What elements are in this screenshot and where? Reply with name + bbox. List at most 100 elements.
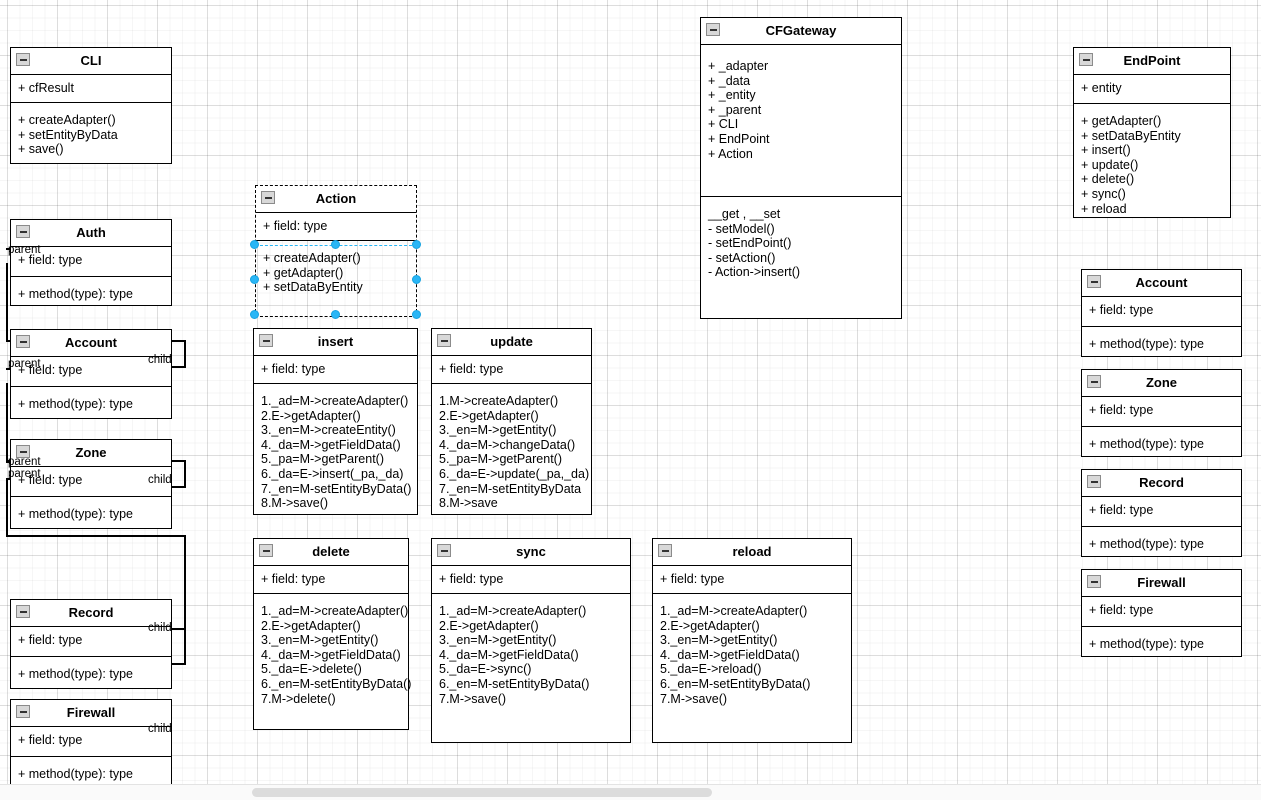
method-row: 3._en=M->getEntity()	[439, 633, 557, 648]
class-box-zone-right[interactable]: Zone + field: type + method(type): type	[1081, 369, 1242, 457]
minus-square-icon[interactable]	[16, 53, 30, 66]
class-box-reload[interactable]: reload + field: type 1._ad=M->createAdap…	[652, 538, 852, 743]
class-box-update[interactable]: update + field: type 1.M->createAdapter(…	[431, 328, 592, 515]
connector-auth-account-seg1[interactable]	[6, 263, 8, 341]
resize-handle-bottom-left[interactable]	[250, 310, 259, 319]
method-row: 8.M->save()	[261, 496, 329, 511]
attribute-row: + field: type	[18, 633, 83, 647]
minus-square-icon[interactable]	[16, 705, 30, 718]
horizontal-scrollbar-track[interactable]	[0, 784, 1261, 800]
minus-square-icon[interactable]	[16, 605, 30, 618]
class-name-label: EndPoint	[1123, 53, 1181, 68]
class-box-account-left[interactable]: Account + field: type + method(type): ty…	[10, 329, 172, 419]
class-box-sync[interactable]: sync + field: type 1._ad=M->createAdapte…	[431, 538, 631, 743]
class-methods-reload: 1._ad=M->createAdapter() 2.E->getAdapter…	[653, 594, 851, 712]
class-box-record-left[interactable]: Record + field: type + method(type): typ…	[10, 599, 172, 689]
method-row: + setEntityByData	[18, 127, 118, 142]
resize-handle-middle-right[interactable]	[412, 275, 421, 284]
method-row: 6._en=M-setEntityByData()	[660, 676, 811, 691]
class-name-label: CFGateway	[765, 23, 837, 38]
connector-zone-record-seg1[interactable]	[6, 478, 8, 536]
resize-handle-bottom-center[interactable]	[331, 310, 340, 319]
attribute-row: + _parent	[708, 102, 762, 117]
minus-square-icon[interactable]	[1087, 275, 1101, 288]
class-box-action[interactable]: Action + field: type + createAdapter() +…	[255, 185, 417, 317]
class-methods-auth: + method(type): type	[11, 277, 171, 308]
minus-square-icon[interactable]	[259, 334, 273, 347]
class-box-endpoint[interactable]: EndPoint + entity + getAdapter() + setDa…	[1073, 47, 1231, 218]
class-box-insert[interactable]: insert + field: type 1._ad=M->createAdap…	[253, 328, 418, 515]
class-methods-zone-right: + method(type): type	[1082, 427, 1241, 458]
class-attributes-delete: + field: type	[254, 566, 408, 594]
connector-label-zone-parent-a: parent	[8, 456, 41, 468]
minus-square-icon[interactable]	[261, 191, 275, 204]
minus-square-icon[interactable]	[1087, 375, 1101, 388]
minus-square-icon[interactable]	[1087, 475, 1101, 488]
class-name-label: update	[490, 334, 533, 349]
method-row: + method(type): type	[1089, 537, 1204, 551]
class-methods-account-left: + method(type): type	[11, 387, 171, 418]
minus-square-icon[interactable]	[437, 544, 451, 557]
method-row: 6._da=E->insert(_pa,_da)	[261, 466, 404, 481]
class-attributes-action: + field: type	[256, 213, 416, 241]
attribute-row: + field: type	[18, 473, 83, 487]
connector-zone-record-seg2[interactable]	[6, 535, 186, 537]
class-attributes-endpoint: + entity	[1074, 75, 1230, 104]
class-title-zone-left: Zone	[11, 440, 171, 467]
connector-account-zone-seg1[interactable]	[6, 383, 8, 461]
connector-auth-account-seg3[interactable]	[184, 340, 186, 367]
method-row: 1.M->createAdapter()	[439, 394, 559, 408]
class-box-auth[interactable]: Auth + field: type + method(type): type	[10, 219, 172, 306]
class-attributes-insert: + field: type	[254, 356, 417, 384]
method-row: 6._da=E->update(_pa,_da)	[439, 466, 590, 481]
class-box-account-right[interactable]: Account + field: type + method(type): ty…	[1081, 269, 1242, 357]
method-row: 7.M->delete()	[261, 691, 336, 706]
method-row: __get , __set	[708, 207, 781, 221]
minus-square-icon[interactable]	[16, 225, 30, 238]
attribute-row: + field: type	[1089, 303, 1154, 317]
minus-square-icon[interactable]	[437, 334, 451, 347]
minus-square-icon[interactable]	[706, 23, 720, 36]
method-row: + method(type): type	[18, 397, 133, 411]
minus-square-icon[interactable]	[16, 445, 30, 458]
minus-square-icon[interactable]	[259, 544, 273, 557]
class-name-label: sync	[516, 544, 546, 559]
class-box-cli[interactable]: CLI + cfResult + createAdapter() + setEn…	[10, 47, 172, 164]
connector-zone-record-seg3[interactable]	[184, 535, 186, 665]
class-attributes-cli: + cfResult	[11, 75, 171, 103]
class-title-firewall-left: Firewall	[11, 700, 171, 727]
class-box-cfgateway[interactable]: CFGateway + _adapter + _data + _entity +…	[700, 17, 902, 319]
horizontal-scrollbar-thumb[interactable]	[252, 788, 712, 797]
method-row: 4._da=M->getFieldData()	[439, 647, 579, 662]
minus-square-icon[interactable]	[16, 335, 30, 348]
class-name-label: Auth	[76, 225, 106, 240]
class-box-firewall-right[interactable]: Firewall + field: type + method(type): t…	[1081, 569, 1242, 657]
connector-account-zone-seg3[interactable]	[184, 460, 186, 487]
class-name-label: delete	[312, 544, 350, 559]
method-row: + createAdapter()	[263, 251, 361, 265]
class-title-account-left: Account	[11, 330, 171, 357]
class-methods-cli: + createAdapter() + setEntityByData + sa…	[11, 103, 171, 163]
attribute-row: + field: type	[18, 253, 83, 267]
resize-handle-middle-left[interactable]	[250, 275, 259, 284]
method-row: + method(type): type	[18, 667, 133, 681]
class-box-record-right[interactable]: Record + field: type + method(type): typ…	[1081, 469, 1242, 557]
class-title-reload: reload	[653, 539, 851, 566]
method-row: 3._en=M->createEntity()	[261, 423, 396, 438]
minus-square-icon[interactable]	[1087, 575, 1101, 588]
class-box-delete[interactable]: delete + field: type 1._ad=M->createAdap…	[253, 538, 411, 730]
resize-handle-top-center[interactable]	[331, 240, 340, 249]
minus-square-icon[interactable]	[658, 544, 672, 557]
attribute-row: + field: type	[18, 733, 83, 747]
class-attributes-auth: + field: type	[11, 247, 171, 277]
minus-square-icon[interactable]	[1079, 53, 1093, 66]
class-title-cli: CLI	[11, 48, 171, 75]
resize-handle-bottom-right[interactable]	[412, 310, 421, 319]
class-box-firewall-left[interactable]: Firewall + field: type + method(type): t…	[10, 699, 172, 789]
resize-handle-top-right[interactable]	[412, 240, 421, 249]
class-name-label: Zone	[1145, 375, 1178, 390]
class-box-zone-left[interactable]: Zone + field: type + method(type): type	[10, 439, 172, 529]
class-name-label: Record	[68, 605, 114, 620]
resize-handle-top-left[interactable]	[250, 240, 259, 249]
